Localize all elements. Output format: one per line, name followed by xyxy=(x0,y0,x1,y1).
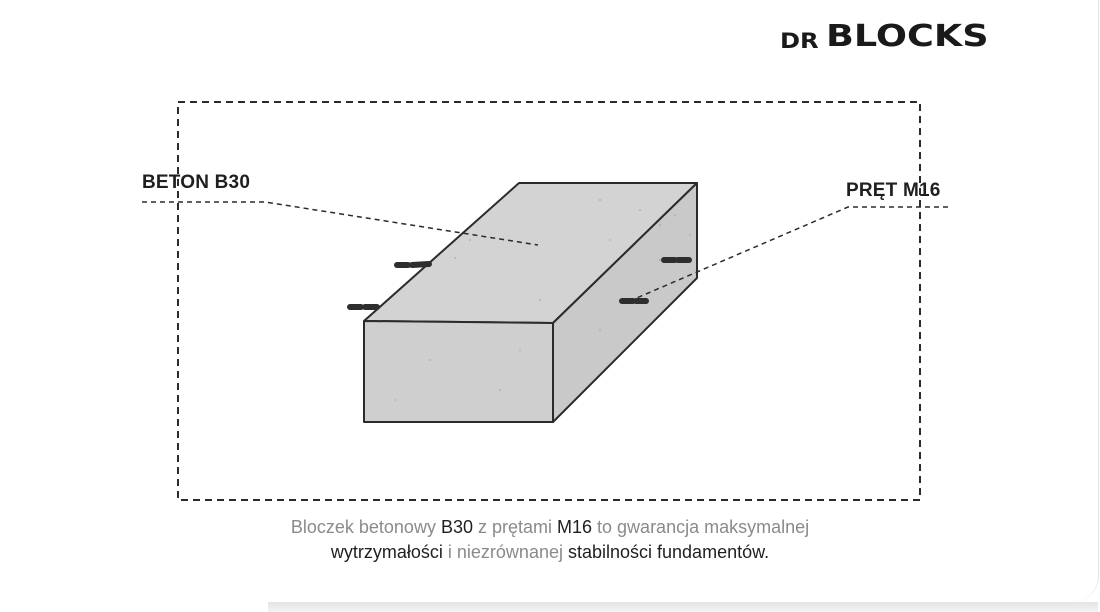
block-front-face xyxy=(363,320,554,423)
caption-line1-run-2: z prętami xyxy=(472,517,558,537)
rod-markers xyxy=(347,257,692,310)
dashed-frame xyxy=(177,101,921,501)
block-texture xyxy=(394,199,691,401)
caption-line-1: Bloczek betonowy B30 z prętami M16 to gw… xyxy=(150,515,950,540)
caption-line1-run-4: to gwarancja maksymalnej xyxy=(592,517,810,537)
caption-line1-run-3: M16 xyxy=(557,517,593,537)
drblocks-logo: DR BLOCKS xyxy=(780,18,988,53)
caption: Bloczek betonowy B30 z prętami M16 to gw… xyxy=(150,515,950,565)
concrete-label: BETON B30 xyxy=(142,172,251,193)
caption-line2-run-2: stabilności fundamentów. xyxy=(567,542,770,562)
logo-main: BLOCKS xyxy=(825,19,989,54)
concrete-leader-line xyxy=(142,201,539,246)
caption-line2-run-0: wytrzymałości xyxy=(330,542,443,562)
logo-prefix: DR xyxy=(780,29,819,53)
caption-line1-run-1: B30 xyxy=(440,517,473,537)
rod-label: PRĘT M16 xyxy=(846,180,941,201)
rod-leader-line xyxy=(631,206,948,301)
caption-line2-run-1: i niezrównanej xyxy=(442,542,568,562)
rod-marker-1b xyxy=(409,261,432,268)
card-bottom-edge xyxy=(268,602,1098,612)
caption-line-2: wytrzymałości i niezrównanej stabilności… xyxy=(150,540,950,565)
caption-line1-run-0: Bloczek betonowy xyxy=(290,517,441,537)
